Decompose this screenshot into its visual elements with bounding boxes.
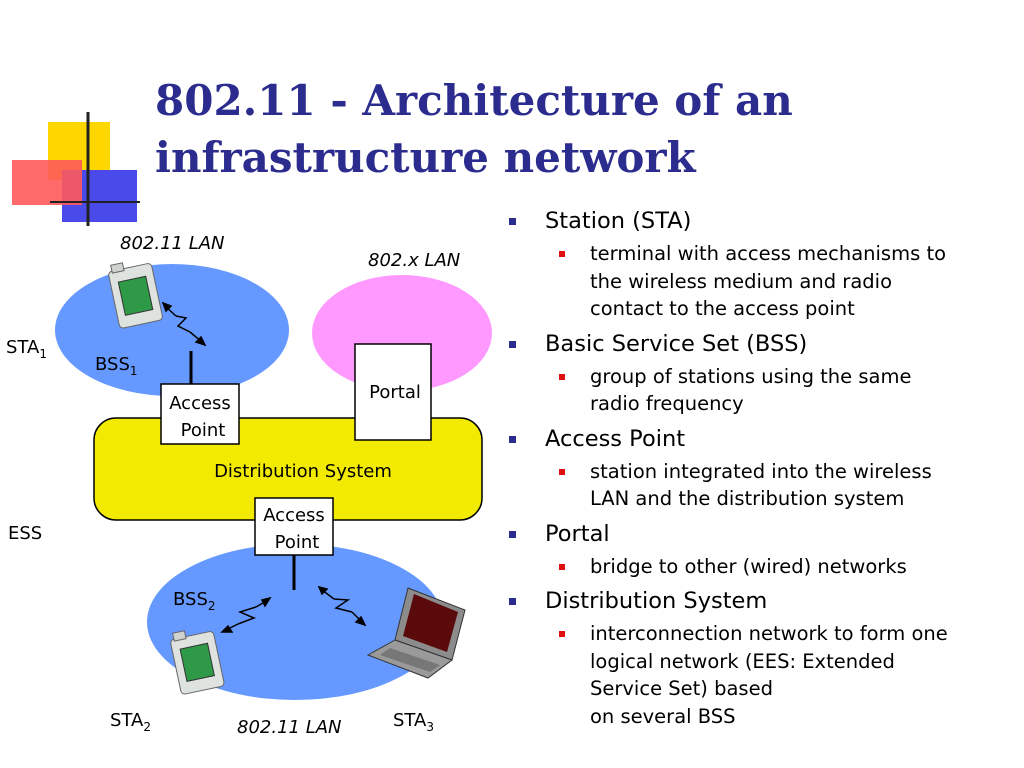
bullet-distribution-system: Distribution System interconnection netw… bbox=[505, 586, 1015, 730]
bullet-heading: Access Point bbox=[545, 425, 686, 452]
bss1-label: BSS1 bbox=[95, 354, 138, 378]
slide-title: 802.11 - Architecture of an infrastructu… bbox=[155, 72, 975, 186]
bullet-portal: Portal bridge to other (wired) networks bbox=[505, 519, 1015, 581]
bss2-cell bbox=[147, 544, 443, 700]
lan-bottom-label: 802.11 LAN bbox=[237, 717, 342, 738]
access-point-top bbox=[160, 383, 240, 445]
red-square bbox=[12, 160, 82, 205]
bullet-access-point: Access Point station integrated into the… bbox=[505, 424, 1015, 513]
bullet-station: Station (STA) terminal with access mecha… bbox=[505, 206, 1015, 323]
ap-bottom-line2: Point bbox=[275, 532, 320, 553]
title-line-2: infrastructure network bbox=[155, 133, 696, 182]
portal-label: Portal bbox=[369, 382, 421, 403]
decorative-squares bbox=[12, 112, 140, 226]
radio-link-icon bbox=[220, 596, 272, 633]
ap-bottom-line1: Access bbox=[263, 505, 325, 526]
laptop-icon bbox=[366, 587, 466, 679]
bullet-bss: Basic Service Set (BSS) group of station… bbox=[505, 329, 1015, 418]
ap-top-line1: Access bbox=[169, 393, 231, 414]
access-point-bottom bbox=[254, 497, 334, 556]
bullet-heading: Distribution System bbox=[545, 588, 768, 614]
lan-x-label: 802.x LAN bbox=[368, 250, 460, 271]
ess-label: ESS bbox=[8, 523, 42, 544]
portal-box bbox=[354, 343, 432, 441]
ap-top-line2: Point bbox=[181, 420, 226, 441]
bss2-label: BSS2 bbox=[173, 589, 216, 613]
pda-icon bbox=[108, 262, 163, 329]
pda-icon bbox=[170, 630, 225, 695]
sta3-label: STA3 bbox=[393, 710, 434, 734]
bullet-heading: Basic Service Set (BSS) bbox=[545, 330, 808, 357]
definition-list: Station (STA) terminal with access mecha… bbox=[505, 206, 1015, 736]
lan-top-label: 802.11 LAN bbox=[120, 233, 225, 254]
bullet-heading: Station (STA) bbox=[545, 208, 692, 234]
radio-link-icon bbox=[161, 301, 207, 347]
sta2-label: STA2 bbox=[110, 710, 151, 734]
bullet-heading: Portal bbox=[545, 520, 610, 547]
sta1-label: STA1 bbox=[6, 337, 47, 361]
sub-bullet: bridge to other (wired) networks bbox=[545, 553, 1015, 581]
bss1-cell bbox=[55, 264, 289, 396]
distribution-system-label: Distribution System bbox=[214, 461, 392, 482]
network-diagram: 802.11 LAN 802.x LAN STA1 BSS1 Distribut… bbox=[6, 233, 492, 738]
title-line-1: 802.11 - Architecture of an bbox=[155, 76, 793, 125]
radio-link-icon bbox=[317, 585, 367, 627]
